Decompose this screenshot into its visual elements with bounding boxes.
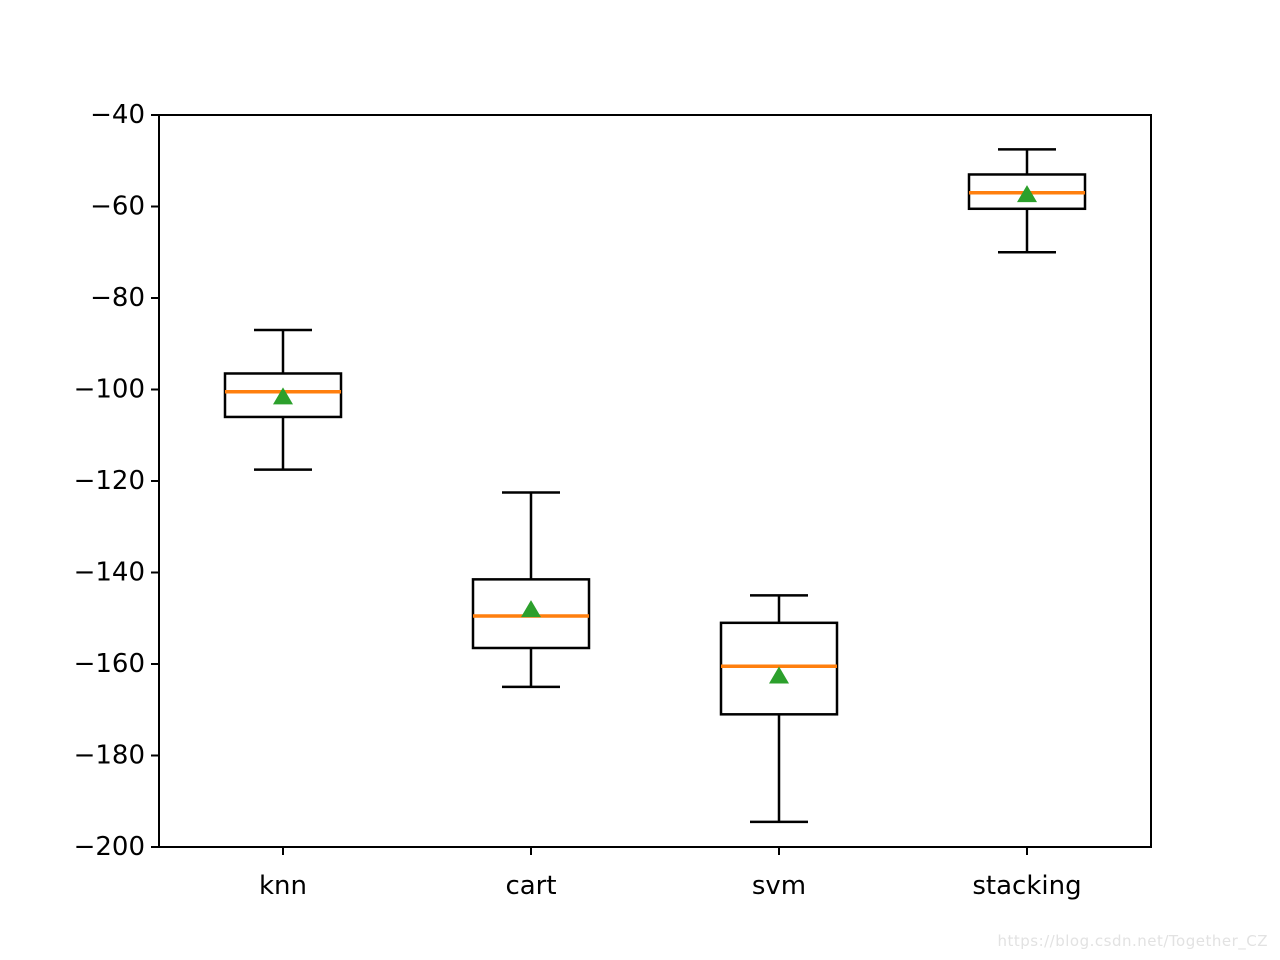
watermark: https://blog.csdn.net/Together_CZ (997, 932, 1268, 950)
y-tick-label: −140 (74, 558, 145, 588)
y-tick-label: −200 (74, 832, 145, 862)
y-tick-label: −80 (90, 283, 145, 313)
mean-marker-stacking (1017, 185, 1037, 203)
y-tick-label: −180 (74, 741, 145, 771)
x-tick-label-stacking: stacking (972, 871, 1081, 901)
y-tick-label: −120 (74, 466, 145, 496)
y-tick-label: −60 (90, 192, 145, 222)
axes-frame (158, 114, 1152, 848)
mean-marker-svm (769, 666, 789, 684)
mean-marker-cart (521, 600, 541, 618)
box-knn (223, 372, 343, 419)
y-tick-label: −40 (90, 100, 145, 130)
x-tick-label-knn: knn (259, 871, 307, 901)
mean-marker-knn (273, 387, 293, 405)
y-tick-label: −100 (74, 375, 145, 405)
y-tick-label: −160 (74, 649, 145, 679)
x-tick-label-cart: cart (505, 871, 556, 901)
x-tick-label-svm: svm (752, 871, 806, 901)
